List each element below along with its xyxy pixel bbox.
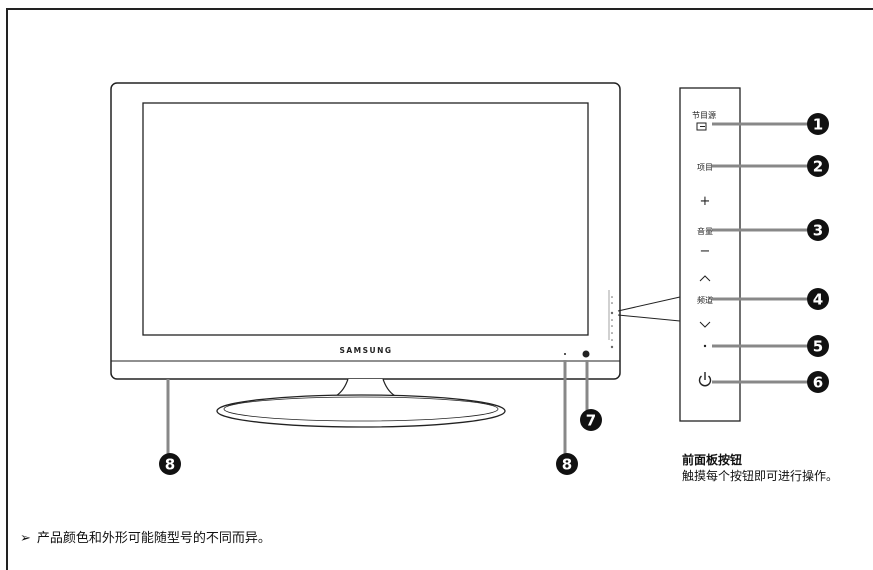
svg-text:8: 8 [165,456,175,474]
ch-down-chevron [699,321,711,328]
brand-logo: SAMSUNG [339,346,392,355]
vol-plus-label: + [700,194,711,209]
volume-button-label: 音量 [697,227,713,236]
zoom-line-bottom [617,314,681,322]
source-button-label: 节目源 [692,111,716,120]
callout-3: 3 [807,219,829,241]
callout-7: 7 [580,409,602,431]
channel-button-label: 频道 [697,296,713,305]
svg-text:1: 1 [813,116,823,134]
callout-1: 1 [807,113,829,135]
svg-text:3: 3 [813,222,823,240]
note-arrow-icon: ➢ [20,531,31,546]
front-panel-title: 前面板按钮 [682,453,743,467]
svg-text:6: 6 [813,374,823,392]
stand-base [216,394,506,428]
svg-text:8: 8 [562,456,572,474]
callout-8-right: 8 [556,453,578,475]
zoom-line-top [617,296,681,312]
leader-lines [166,122,807,455]
footnote-text: 产品颜色和外形可能随型号的不同而异。 [36,531,271,546]
callout-4: 4 [807,288,829,310]
ch-up-chevron [699,275,711,282]
tv-screen [142,102,589,336]
stand-neck [333,378,398,398]
front-panel-description: 触摸每个按钮即可进行操作。 [682,469,839,483]
svg-text:4: 4 [813,291,823,309]
vol-minus-label: − [700,244,711,259]
svg-text:5: 5 [813,338,823,356]
power-indicator-dot [564,353,566,355]
frame-border-left [6,8,8,570]
svg-text:2: 2 [813,158,823,176]
callout-8-left: 8 [159,453,181,475]
remote-sensor [582,350,590,358]
stand-base-inner [223,396,499,422]
callout-6: 6 [807,371,829,393]
panel-source-icon [696,122,707,131]
panel-led-dot [703,344,707,348]
bezel-key-marks [610,296,614,349]
frame-border-top [6,8,873,10]
svg-text:7: 7 [586,412,596,430]
power-icon [698,372,712,387]
front-panel-enlarged [679,87,741,422]
callout-2: 2 [807,155,829,177]
callout-5: 5 [807,335,829,357]
menu-button-label: 项目 [697,163,713,172]
footnote: ➢ 产品颜色和外形可能随型号的不同而异。 [20,527,271,546]
